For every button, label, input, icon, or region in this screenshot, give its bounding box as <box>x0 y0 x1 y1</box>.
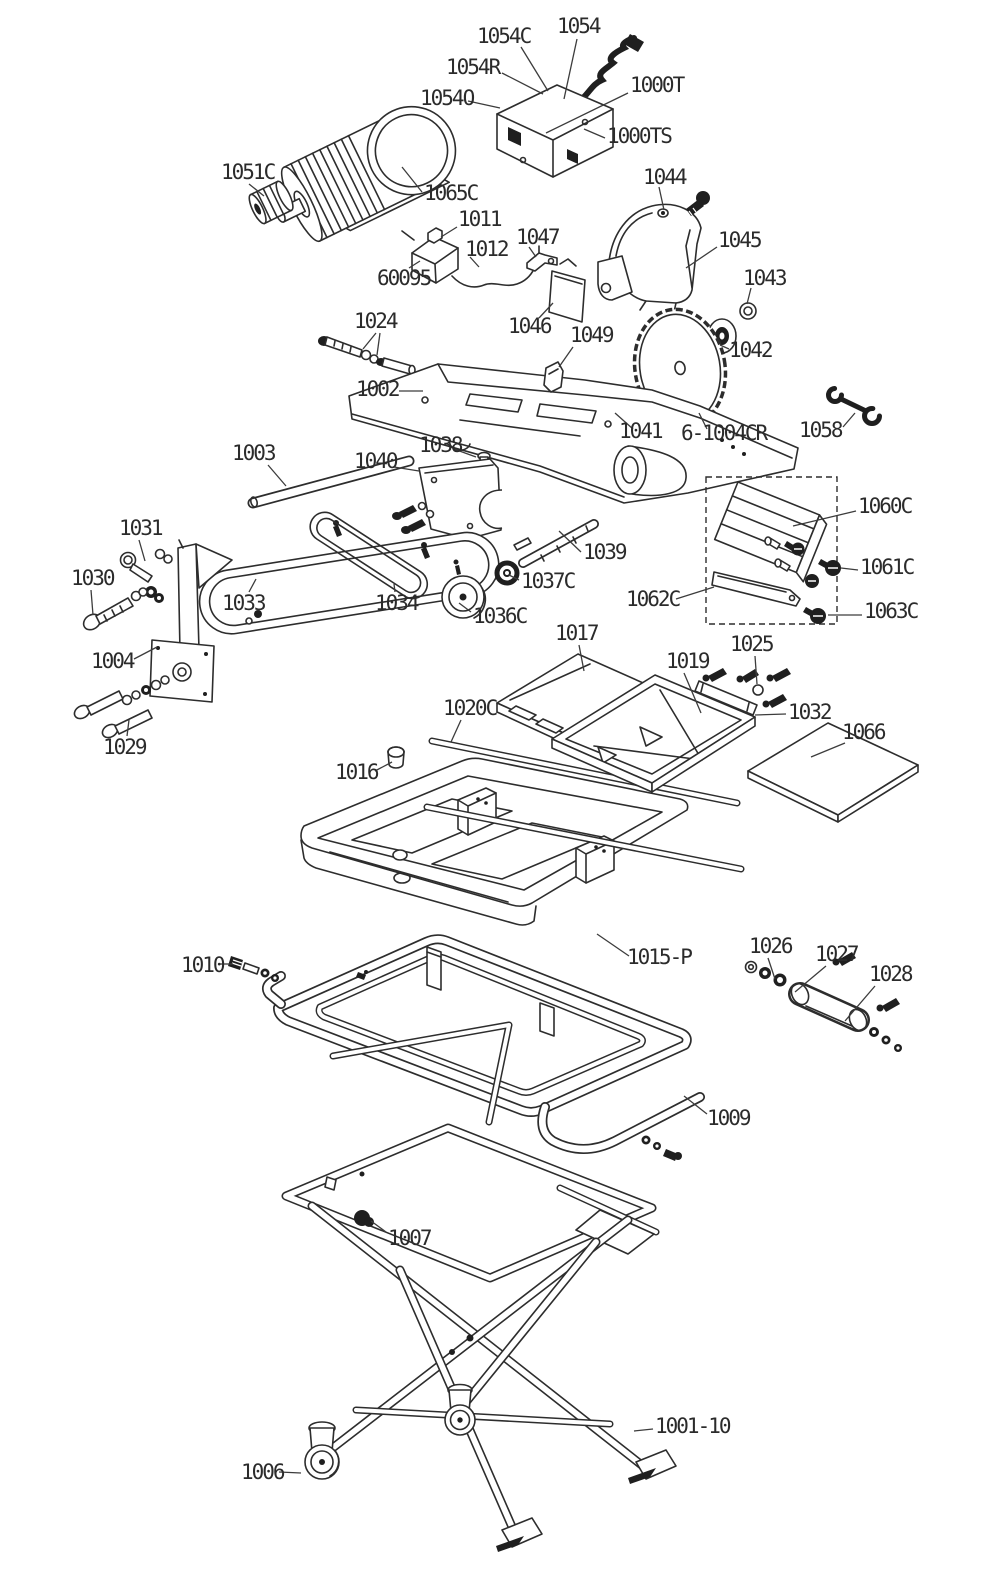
leader-line-1017 <box>578 644 585 672</box>
leader-line-1006 <box>278 1471 302 1474</box>
leader-line-1029 <box>126 719 130 737</box>
leader-line-1009 <box>683 1095 708 1115</box>
leader-line-1030 <box>90 589 94 616</box>
water-pan-drawing <box>300 757 689 926</box>
leader-line-1041 <box>614 412 634 430</box>
table-pad-drawing <box>747 722 919 823</box>
bearing-1037C-drawing <box>494 560 520 586</box>
leader-line-1019 <box>683 672 702 714</box>
switch-bracket-drawing <box>526 245 586 323</box>
leader-line-1012 <box>469 256 480 268</box>
leader-line-1015-P <box>596 933 630 957</box>
arbor-pulley-drawing <box>441 519 599 619</box>
sliding-table-drawing <box>551 674 758 793</box>
leader-line-1039 <box>558 530 582 553</box>
blade-guard-drawing <box>597 191 710 313</box>
table-fasteners-drawing <box>702 668 791 708</box>
leader-line-1011 <box>440 226 458 238</box>
capacitor-drawing <box>401 227 535 288</box>
leader-line-1020C <box>450 719 462 743</box>
leader-line-1033 <box>248 578 257 593</box>
leader-line-1049 <box>558 346 574 368</box>
leader-line-1031 <box>138 539 146 562</box>
support-frame-drawing <box>261 934 705 1161</box>
guide-rod-drawing <box>247 455 415 509</box>
bolt-1024-drawing <box>318 336 416 376</box>
v-belt-drawing <box>309 511 429 600</box>
leader-line-1038 <box>453 448 477 458</box>
leader-line-1045 <box>685 246 718 269</box>
leader-line-1040 <box>393 466 420 472</box>
leader-line-1043 <box>746 287 752 305</box>
leader-line-1065C <box>401 166 423 193</box>
motor-pulley-drawing <box>248 180 294 225</box>
leader-line-1054O <box>467 100 501 109</box>
leader-line-1054R <box>501 72 544 95</box>
leader-line-1042 <box>719 344 730 350</box>
bolt-1010-drawing <box>228 956 279 982</box>
leader-line-1026 <box>767 957 776 980</box>
leader-line-1036C <box>458 602 472 613</box>
leader-line-6-1004CR <box>698 412 708 430</box>
motor-drawing <box>275 105 457 243</box>
carriage-frame-drawing <box>348 361 799 504</box>
leader-line-1024 <box>376 332 381 356</box>
leader-line-1034 <box>393 583 396 593</box>
leader-line-1062C <box>675 586 715 600</box>
leader-line-1024 <box>362 332 377 350</box>
pivot-bracket-drawing <box>73 539 233 739</box>
wrench-drawing <box>826 386 882 426</box>
leader-line-1054 <box>563 38 578 100</box>
leader-line-1051C <box>248 183 265 197</box>
leader-line-1054C <box>520 46 549 92</box>
leader-line-1016 <box>374 761 393 772</box>
leader-line-1061C <box>840 567 859 571</box>
leader-line-1000T <box>545 92 629 134</box>
guide-rails-drawing <box>423 737 745 873</box>
drain-plug-drawing <box>387 746 405 769</box>
power-switch-box-drawing <box>496 34 644 178</box>
leader-line-1037C <box>508 574 520 581</box>
belt-guard-bracket-drawing <box>392 458 503 540</box>
leader-line-1058 <box>842 412 856 428</box>
leader-line-1001-10 <box>633 1428 654 1432</box>
option-kit-box-drawing <box>705 476 841 625</box>
roller-assembly-drawing <box>744 952 902 1052</box>
leader-line-1066 <box>810 742 846 758</box>
leader-line-60095 <box>408 260 421 269</box>
leader-line-1060C <box>792 510 857 527</box>
leader-line-1046 <box>538 302 554 319</box>
leader-line-1025 <box>754 655 758 685</box>
leader-line-1003 <box>267 464 287 487</box>
wire-1012-drawing <box>451 268 535 288</box>
folding-stand-drawing <box>281 1123 677 1552</box>
leader-line-1032 <box>754 713 787 716</box>
leader-line-1047 <box>528 246 537 258</box>
leader-line-1027 <box>794 965 827 993</box>
leader-line-1004 <box>133 646 158 660</box>
leader-line-1044 <box>658 186 665 211</box>
leader-line-1028 <box>844 985 876 1022</box>
power-cord-drawing <box>580 35 637 101</box>
leader-line-1000TS <box>583 128 606 139</box>
leader-line-1007 <box>370 1220 387 1233</box>
